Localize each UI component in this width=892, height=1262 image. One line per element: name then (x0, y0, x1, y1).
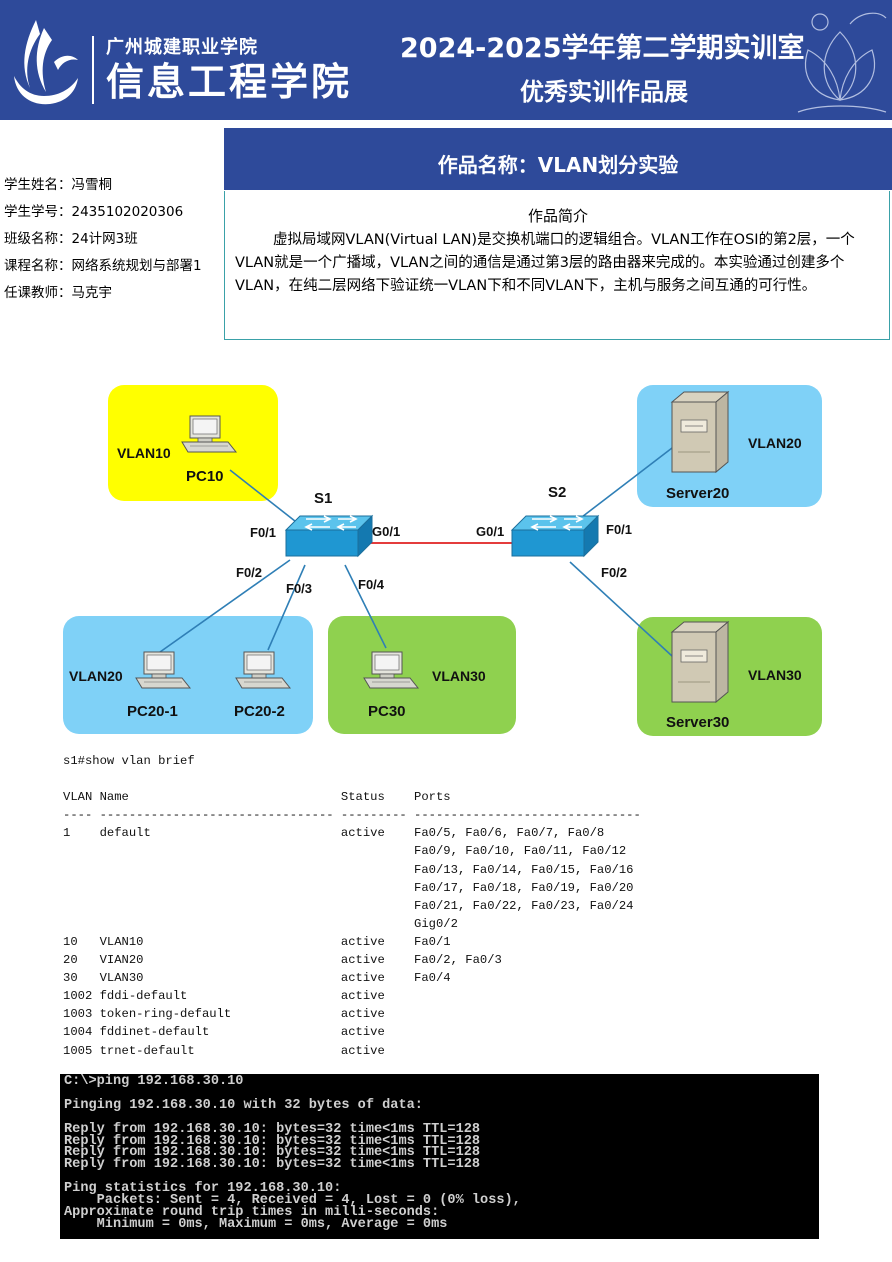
teacher-name: 任课教师：马克宇 (4, 285, 112, 301)
exhibition-subtitle: 优秀实训作品展 (520, 78, 688, 106)
vlan30-mid-zone (328, 616, 516, 734)
school-name: 广州城建职业学院 (106, 37, 258, 58)
student-id: 学生学号：2435102020306 (4, 204, 184, 220)
label-pc20-1: PC20-1 (127, 703, 178, 720)
exhibition-title: 2024-2025学年第二学期实训室 (400, 33, 805, 64)
student-info: 学生姓名：冯雪桐 学生学号：2435102020306 班级名称：24计网3班 … (4, 172, 202, 307)
label-pc10: PC10 (186, 468, 224, 485)
description-text: 虚拟局域网VLAN(Virtual LAN)是交换机端口的逻辑组合。VLAN工作… (235, 232, 855, 294)
lotus-decoration-icon (797, 12, 887, 113)
ping-output: C:\>ping 192.168.30.10 Pinging 192.168.3… (64, 1074, 521, 1232)
switch-s1-icon (285, 515, 373, 557)
label-pc30: PC30 (368, 703, 406, 720)
class-name: 班级名称：24计网3班 (4, 231, 138, 247)
college-name: 信息工程学院 (106, 60, 353, 104)
port-s1-f02: F0/2 (236, 565, 262, 580)
label-switch-s1: S1 (314, 490, 332, 507)
label-pc20-2: PC20-2 (234, 703, 285, 720)
network-topology-diagram: VLAN10 PC10 VLAN20 PC20-1 PC20-2 VLAN30 … (63, 385, 822, 736)
link-s1-pc20-1 (159, 559, 291, 653)
port-s2-f02: F0/2 (601, 565, 627, 580)
link-s2-server20 (577, 447, 673, 521)
work-title: 作品名称：VLAN划分实验 (224, 128, 892, 190)
port-s2-g01: G0/1 (476, 524, 504, 539)
student-name: 学生姓名：冯雪桐 (4, 177, 112, 193)
label-vlan30-right: VLAN30 (748, 667, 802, 683)
link-s1-pc30 (344, 564, 387, 649)
server20-icon (671, 391, 729, 473)
label-vlan20-right: VLAN20 (748, 435, 802, 451)
server30-icon (671, 621, 729, 703)
label-switch-s2: S2 (548, 484, 566, 501)
port-s1-g01: G0/1 (372, 524, 400, 539)
link-s2-server30 (569, 561, 673, 657)
port-s1-f04: F0/4 (358, 577, 385, 592)
show-vlan-brief-output: s1#show vlan brief VLAN Name Status Port… (63, 754, 641, 1058)
header-banner: 广州城建职业学院 信息工程学院 2024-2025学年第二学期实训室 优秀实训作… (0, 0, 892, 120)
course-name: 课程名称：网络系统规划与部署1 (4, 258, 202, 274)
label-vlan10: VLAN10 (117, 445, 171, 461)
ping-terminal: C:\>ping 192.168.30.10 Pinging 192.168.3… (60, 1074, 819, 1239)
header-divider (0, 120, 892, 124)
description-title: 作品简介 (527, 207, 588, 225)
link-s1-pc10 (229, 469, 301, 526)
port-s1-f01: F0/1 (250, 525, 276, 540)
college-logo-icon (14, 20, 78, 105)
label-vlan20-left: VLAN20 (69, 668, 123, 684)
label-vlan30-mid: VLAN30 (432, 668, 486, 684)
switch-s2-icon (511, 515, 599, 557)
port-s2-f01: F0/1 (606, 522, 632, 537)
logo-divider (92, 36, 94, 104)
description-box: 作品简介 虚拟局域网VLAN(Virtual LAN)是交换机端口的逻辑组合。V… (224, 191, 890, 340)
label-server20: Server20 (666, 485, 729, 502)
label-server30: Server30 (666, 714, 729, 731)
vlan20-left-zone (63, 616, 313, 734)
port-s1-f03: F0/3 (286, 581, 312, 596)
link-s1-pc20-2 (267, 564, 306, 651)
